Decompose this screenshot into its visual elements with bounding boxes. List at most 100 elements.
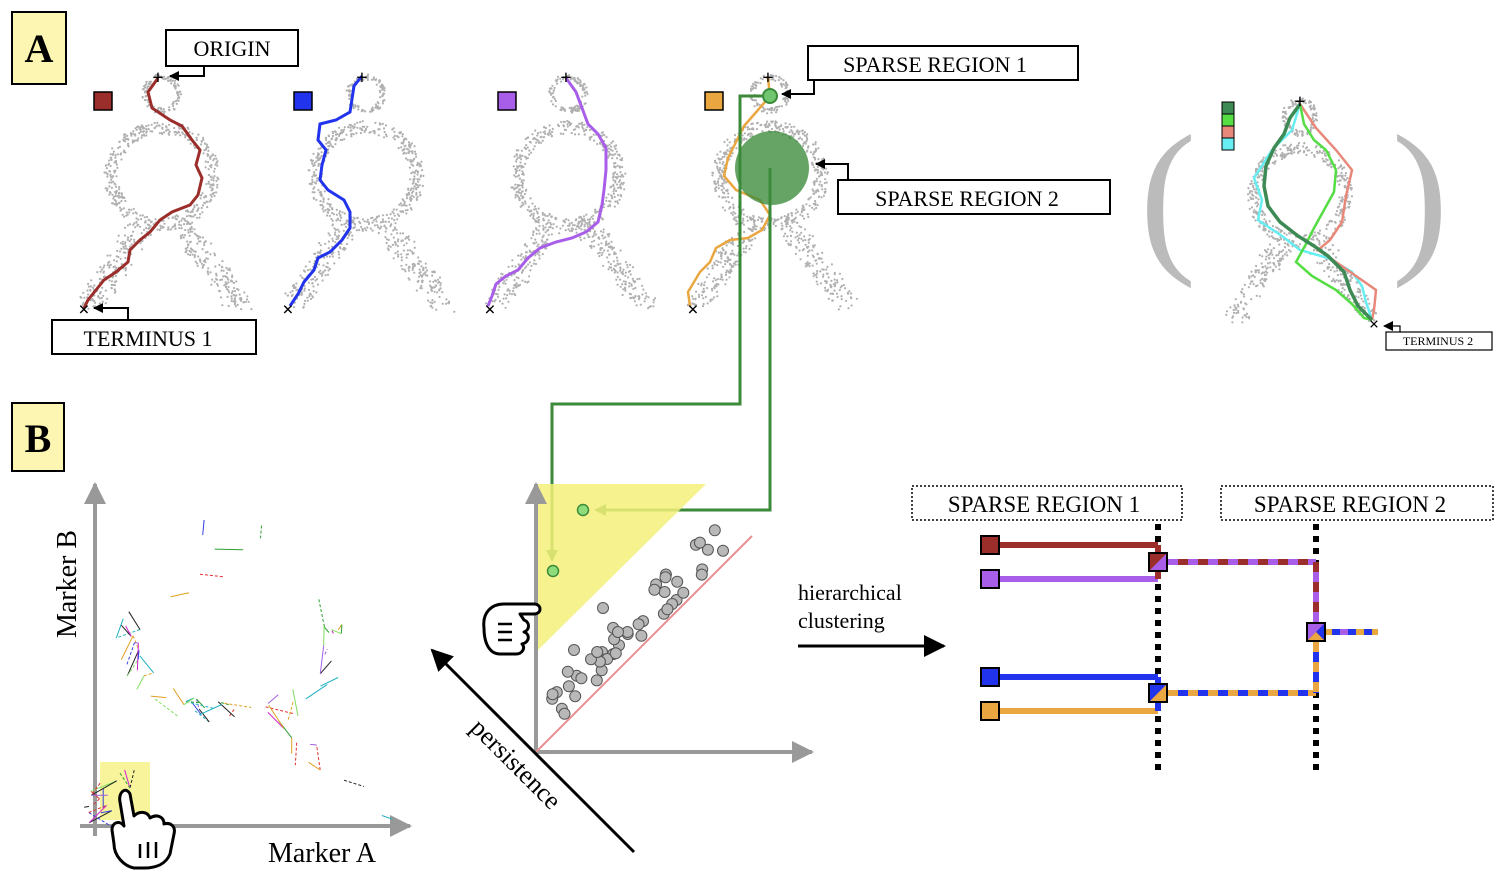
dendrogram: SPARSE REGION 1 SPARSE REGION 2: [911, 485, 1494, 772]
cloud-point: [716, 295, 719, 298]
cloud-point: [86, 296, 89, 299]
cloud-point: [751, 122, 754, 125]
cloud-point: [508, 292, 511, 295]
cloud-point: [526, 136, 529, 139]
cloud-point: [746, 219, 749, 222]
cloud-point: [1348, 202, 1351, 206]
graph-edge: [287, 701, 294, 720]
cloud-point: [1321, 157, 1324, 160]
cloud-point: [588, 138, 592, 141]
cloud-point: [1341, 176, 1344, 179]
persistence-point: [612, 626, 624, 638]
cloud-point: [1241, 321, 1244, 324]
cloud-point: [544, 127, 548, 130]
cloud-point: [326, 202, 329, 205]
cloud-point: [300, 291, 303, 294]
cloud-point: [1275, 153, 1278, 156]
cloud-point: [652, 298, 655, 302]
cloud-point: [717, 177, 720, 180]
cloud-point: [561, 106, 565, 110]
cloud-point: [145, 83, 148, 86]
cloud-point: [135, 128, 138, 131]
cloud-point: [319, 272, 322, 275]
persistence-points: [546, 524, 729, 720]
cloud-point: [725, 271, 728, 274]
cloud-point: [542, 234, 545, 237]
overlay-swatch-salmon: [1221, 125, 1235, 139]
graph-edge: [139, 655, 154, 674]
cloud-point: [1298, 130, 1301, 133]
cloud-point: [619, 183, 622, 186]
cloud-point: [731, 213, 735, 216]
cloud-point: [715, 186, 718, 189]
cloud-point: [754, 84, 758, 87]
cloud-point: [113, 161, 116, 164]
cloud-point: [1296, 100, 1299, 103]
cloud-point: [1336, 180, 1339, 183]
cloud-point: [729, 206, 732, 209]
cloud-point: [520, 179, 523, 182]
cloud-point: [348, 232, 351, 236]
cloud-point: [367, 222, 371, 226]
cloud-point: [244, 300, 247, 303]
cloud-point: [106, 264, 109, 267]
cloud-point: [330, 217, 333, 221]
cloud-point: [495, 292, 498, 296]
cloud-point: [758, 103, 761, 106]
cloud-point: [735, 223, 738, 226]
graph-edge: [268, 705, 285, 729]
cloud-point: [213, 194, 216, 198]
cloud-point: [189, 251, 192, 254]
cloud-point: [404, 157, 408, 160]
persistence-axis-label: persistence: [465, 713, 567, 815]
color-swatch-orange: [704, 91, 724, 111]
cloud-point: [204, 240, 207, 243]
cloud-point: [616, 275, 619, 279]
cloud-point: [206, 270, 209, 273]
cloud-point: [418, 165, 421, 168]
cloud-point: [419, 193, 422, 196]
cloud-point: [413, 175, 416, 178]
cloud-point: [1251, 190, 1254, 193]
cloud-point: [554, 99, 558, 103]
graph-edge: [88, 810, 113, 824]
cloud-point: [209, 271, 212, 274]
cloud-point: [1268, 220, 1271, 223]
cloud-point: [313, 275, 317, 278]
cloud-point: [191, 230, 194, 233]
cloud-point: [581, 87, 584, 90]
cloud-point: [143, 134, 146, 137]
cloud-point: [1363, 307, 1366, 310]
cloud-point: [108, 159, 111, 162]
cloud-point: [600, 134, 603, 137]
point-cloud-5: [1225, 97, 1378, 324]
cloud-point: [597, 243, 600, 246]
cloud-point: [787, 216, 790, 219]
cloud-point: [527, 263, 530, 266]
cloud-point: [731, 249, 734, 252]
cloud-point: [377, 128, 380, 131]
cloud-point: [392, 127, 395, 130]
cloud-point: [433, 300, 436, 303]
cloud-point: [1336, 273, 1339, 277]
cloud-point: [114, 183, 117, 186]
cloud-point: [1318, 262, 1321, 265]
cloud-point: [600, 242, 603, 245]
cloud-point: [584, 94, 587, 97]
cloud-point: [701, 305, 705, 308]
cloud-point: [652, 305, 655, 308]
cloud-point: [227, 289, 230, 292]
cloud-point: [130, 243, 133, 246]
cloud-point: [138, 132, 141, 135]
cloud-point: [515, 149, 518, 152]
cloud-point: [814, 273, 817, 276]
cloud-point: [723, 191, 726, 195]
cloud-point: [519, 205, 522, 208]
cloud-point: [327, 247, 330, 250]
cloud-point: [1285, 251, 1288, 254]
cloud-point: [770, 74, 774, 77]
cloud-point: [607, 150, 611, 153]
cloud-point: [191, 132, 194, 135]
cloud-point: [98, 292, 102, 295]
cloud-point: [1278, 243, 1281, 246]
